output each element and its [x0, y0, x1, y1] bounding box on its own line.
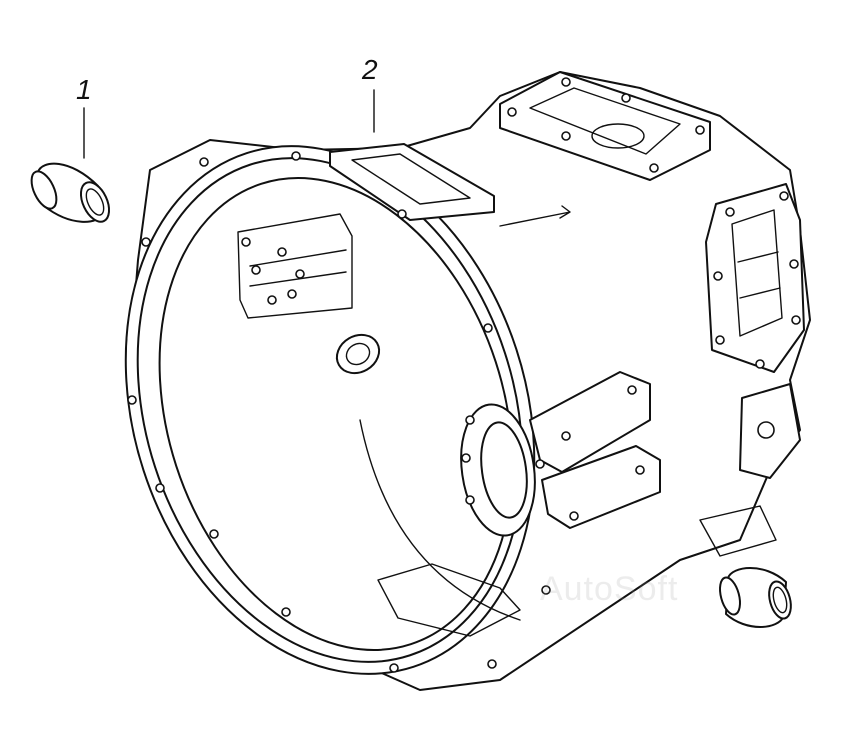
- callout-label-1: 1: [76, 74, 92, 105]
- housing-part-2: [124, 71, 811, 691]
- bushing-part-1-second: [719, 567, 792, 628]
- watermark-text: AutoSoft: [540, 570, 679, 608]
- callout-label-2: 2: [362, 54, 378, 85]
- bushing-part-1: [30, 162, 111, 223]
